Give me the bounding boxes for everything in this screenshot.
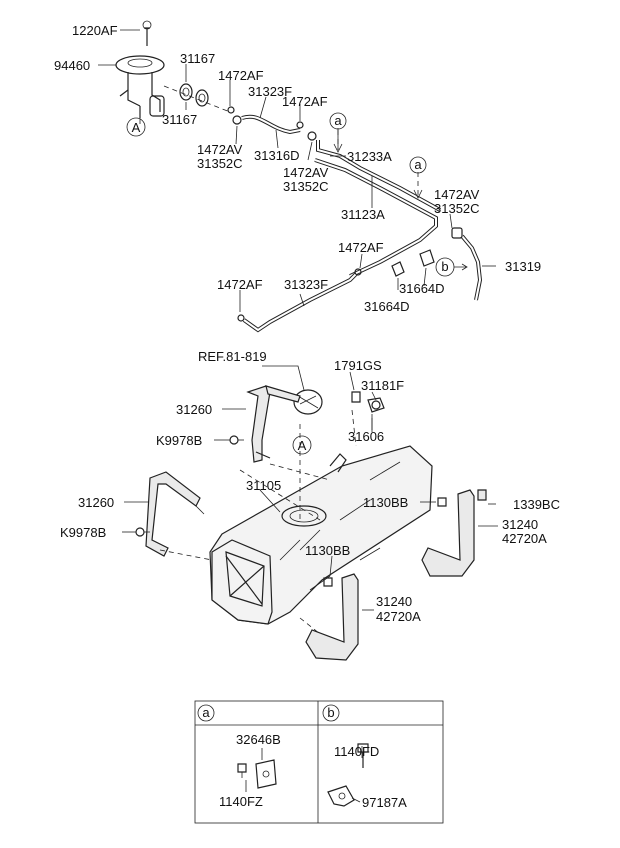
- label-31316d: 31316D: [254, 148, 300, 163]
- fuel-tank-31105: [209, 445, 433, 625]
- callout-a-arrows: [333, 130, 423, 199]
- label-k9978b-lower: K9978B: [60, 525, 106, 540]
- label-31260-upper: 31260: [176, 402, 212, 417]
- label-1472af-3: 1472AF: [338, 240, 384, 255]
- label-1472af-2: 1472AF: [282, 94, 328, 109]
- callout-A-top: A: [126, 117, 146, 137]
- label-1472af-4: 1472AF: [217, 277, 263, 292]
- label-31352c-2: 31352C: [283, 179, 329, 194]
- label-31319: 31319: [505, 259, 541, 274]
- bracket-lower-31240: [305, 573, 359, 661]
- callout-A-mid-text: A: [298, 438, 307, 453]
- label-1140fz: 1140FZ: [219, 794, 263, 809]
- label-31606: 31606: [348, 429, 384, 444]
- label-1472af-1: 1472AF: [218, 68, 264, 83]
- hose-31319: [451, 227, 483, 301]
- callout-a-2-text: a: [414, 157, 422, 172]
- label-31181f: 31181F: [361, 378, 404, 393]
- label-1220af: 1220AF: [72, 23, 118, 38]
- bolts-1130bb: [323, 497, 447, 587]
- label-97187a: 97187A: [362, 795, 407, 810]
- leader-lines: [98, 29, 498, 803]
- label-31240-lower: 31240: [376, 594, 412, 609]
- clamps-31167: [163, 83, 231, 113]
- fuel-sender-assembly: [115, 20, 165, 124]
- label-k9978b-upper: K9978B: [156, 433, 202, 448]
- legend-header-a: a: [197, 704, 215, 722]
- label-31323f-2: 31323F: [284, 277, 328, 292]
- label-31167-bottom: 31167: [162, 112, 197, 127]
- label-94460: 94460: [54, 58, 90, 73]
- label-31352c-1: 31352C: [197, 156, 243, 171]
- callout-A-mid: A: [292, 435, 312, 455]
- hose-31316d: [241, 114, 301, 135]
- callout-b-text: b: [441, 259, 448, 274]
- label-31123a: 31123A: [341, 207, 385, 222]
- label-ref: REF.81-819: [198, 349, 267, 364]
- pipe-31323f-lower: [237, 268, 362, 333]
- lower-strap-31260: [145, 471, 205, 557]
- label-1791gs: 1791GS: [334, 358, 382, 373]
- label-31260-lower: 31260: [78, 495, 114, 510]
- pipe-31233a-31123a: [314, 128, 441, 278]
- label-42720a-lower: 42720A: [376, 609, 421, 624]
- clips-31664d: [391, 249, 435, 277]
- callout-b: b: [435, 257, 468, 277]
- label-31323f-1: 31323F: [248, 84, 292, 99]
- filler-cap-ref: [262, 365, 323, 415]
- tank-dashed-guides: [159, 409, 357, 635]
- label-31664d-1: 31664D: [399, 281, 445, 296]
- label-31664d-2: 31664D: [364, 299, 410, 314]
- label-32646b: 32646B: [236, 732, 281, 747]
- callout-a-1-text: a: [334, 113, 342, 128]
- legend-table: [194, 700, 444, 824]
- label-1472av-2: 1472AV: [283, 165, 329, 180]
- label-42720a-right: 42720A: [502, 531, 547, 546]
- upper-strap-31260: [246, 385, 301, 463]
- callout-A-top-text: A: [132, 120, 141, 135]
- label-31167-top: 31167: [180, 51, 215, 66]
- label-31352c-3: 31352C: [434, 201, 480, 216]
- legend-b-text: b: [327, 705, 334, 720]
- label-31233a: 31233A: [347, 149, 392, 164]
- legend-header-b: b: [322, 704, 340, 722]
- callout-a-2: a: [409, 156, 427, 174]
- label-1130bb-lower: 1130BB: [305, 543, 350, 558]
- label-1140fd: 1140FD: [334, 744, 379, 759]
- part-labels: 1220AF 94460 31167 31167 1472AF 31323F 1…: [54, 23, 560, 810]
- valve-31181f-31606: [367, 397, 385, 432]
- callout-a-1: a: [329, 112, 347, 130]
- label-31240-right: 31240: [502, 517, 538, 532]
- label-1472av-3: 1472AV: [434, 187, 480, 202]
- label-1472av-1: 1472AV: [197, 142, 243, 157]
- bracket-right-31240: [421, 489, 487, 577]
- screw-1791gs: [351, 391, 361, 403]
- label-1130bb-right: 1130BB: [363, 495, 408, 510]
- small-clips: [227, 106, 317, 141]
- label-1339bc: 1339BC: [513, 497, 560, 512]
- label-31105: 31105: [246, 478, 281, 493]
- legend-a-text: a: [202, 705, 210, 720]
